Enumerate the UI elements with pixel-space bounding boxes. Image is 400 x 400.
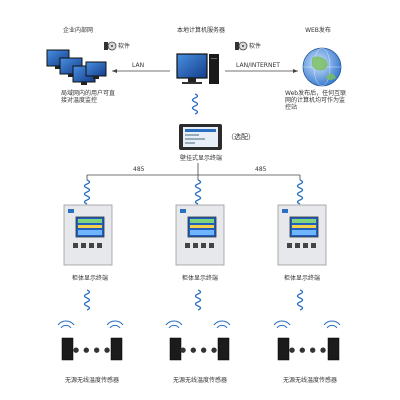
software-disc-icon: [104, 41, 117, 51]
software-label-left: 软件: [118, 43, 131, 50]
internet-arrow: [225, 69, 298, 73]
sensor-group-2: [165, 320, 231, 361]
spring-t3: [296, 179, 304, 205]
sensor-group-1: [57, 320, 124, 361]
wireless-icon: [165, 320, 183, 329]
display-terminal-1: [63, 204, 113, 266]
optional-label: （选配）: [227, 133, 255, 141]
terminal-label-3: 柜体显示终端: [283, 275, 321, 282]
enterprise-monitors: [46, 49, 107, 85]
sensor-dots-3: ● ● ● ●: [288, 346, 328, 354]
enterprise-caption: 局域网内的用户可直接对温度监控: [61, 90, 116, 104]
sensor-label-3: 无源无线温度传感器: [282, 377, 338, 384]
local-server-label: 本地计算机服务器: [176, 27, 226, 34]
web-publish-label: WEB发布: [305, 27, 331, 34]
terminal-label-1: 柜体显示终端: [71, 275, 109, 282]
spring-server: [191, 93, 199, 115]
bus-label-right: 485: [255, 166, 267, 173]
wireless-icon: [213, 320, 231, 329]
server-computer: [176, 53, 219, 84]
lan-label: LAN: [132, 62, 145, 69]
bus-label-left: 485: [133, 166, 145, 173]
sensor-dots-2: ● ● ● ●: [179, 346, 219, 354]
display-terminal-3: [277, 204, 327, 266]
spring-s2: [194, 289, 202, 311]
sensor-label-1: 无源无线温度传感器: [64, 377, 120, 384]
touch-terminal-label: 壁挂式显示终端: [179, 155, 223, 162]
software-label-right: 软件: [249, 43, 262, 50]
wireless-icon: [273, 320, 291, 329]
rs485-bus: [86, 163, 301, 180]
globe-icon: [302, 47, 342, 87]
wireless-icon: [106, 320, 124, 329]
enterprise-net-label: 企业内部网: [63, 27, 94, 34]
lan-internet-label: LAN/INTERNET: [236, 62, 280, 69]
wireless-icon: [323, 320, 341, 329]
lan-arrow: [112, 69, 170, 73]
spring-s1: [83, 289, 91, 311]
sensor-label-2: 无源无线温度传感器: [172, 377, 228, 384]
monitor-4: [85, 61, 107, 79]
spring-t1: [83, 179, 91, 205]
wireless-icon: [57, 320, 75, 329]
sensor-group-3: [273, 320, 341, 361]
software-disc-icon-right: [235, 41, 248, 51]
sensor-dots-1: ● ● ● ●: [72, 346, 112, 354]
touch-terminal-device: [179, 124, 222, 150]
terminal-label-2: 柜体显示终端: [181, 275, 219, 282]
web-caption: Web发布后，任何互联网的计算机均可作为监控站: [285, 90, 347, 111]
display-terminal-2: [175, 204, 225, 266]
spring-t2: [194, 179, 202, 205]
spring-s3: [296, 289, 304, 311]
